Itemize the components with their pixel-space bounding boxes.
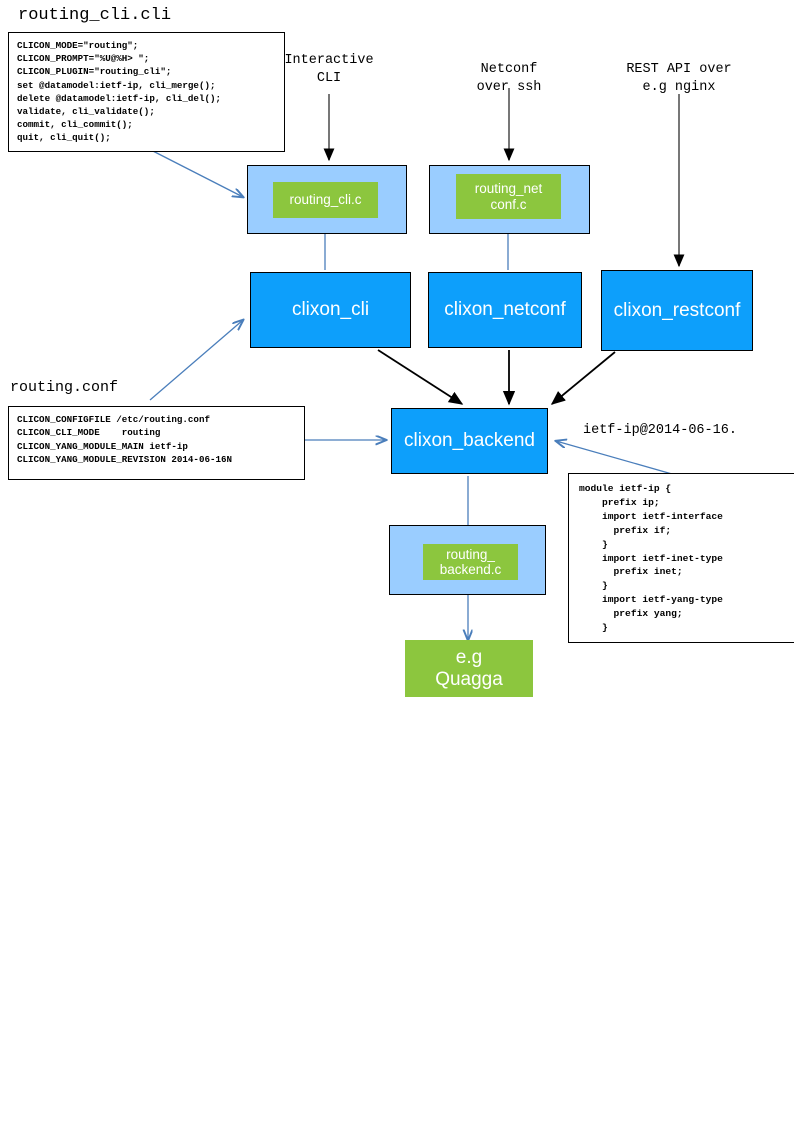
node-quagga[interactable]: e.g Quagga bbox=[405, 640, 533, 697]
backend-plugin-container: routing_ backend.c bbox=[389, 525, 546, 595]
netconf-plugin-container: routing_net conf.c bbox=[429, 165, 590, 234]
node-clixon-netconf[interactable]: clixon_netconf bbox=[428, 272, 582, 348]
cli-plugin-container: routing_cli.c bbox=[247, 165, 407, 234]
node-routing-backend-c[interactable]: routing_ backend.c bbox=[423, 544, 518, 580]
arrow-conf-to-cli bbox=[149, 320, 243, 401]
annotation-netconf-over-ssh: Netconf over ssh bbox=[476, 62, 542, 96]
arrow-yang-to-backend bbox=[556, 441, 673, 475]
cli-spec-box: CLICON_MODE="routing"; CLICON_PROMPT="%U… bbox=[8, 32, 285, 152]
arrow-cli-to-backend bbox=[377, 349, 464, 405]
annotation-interactive-cli: Interactive CLI bbox=[284, 53, 374, 87]
node-routing-cli-c[interactable]: routing_cli.c bbox=[273, 182, 378, 218]
node-routing-netconf-c[interactable]: routing_net conf.c bbox=[456, 174, 561, 219]
arrow-cli-spec-to-plugin bbox=[146, 147, 243, 197]
conf-box: CLICON_CONFIGFILE /etc/routing.conf CLIC… bbox=[8, 406, 305, 480]
yang-box: module ietf-ip { prefix ip; import ietf-… bbox=[568, 473, 794, 643]
node-clixon-cli[interactable]: clixon_cli bbox=[250, 272, 411, 348]
cli-spec-title: routing_cli.cli bbox=[18, 6, 172, 25]
node-clixon-backend[interactable]: clixon_backend bbox=[391, 408, 548, 474]
node-clixon-restconf[interactable]: clixon_restconf bbox=[601, 270, 753, 351]
conf-title: routing.conf bbox=[10, 379, 119, 396]
annotation-rest-api: REST API over e.g nginx bbox=[626, 62, 732, 96]
arrow-restconf-to-backend bbox=[550, 351, 616, 405]
yang-file-label: ietf-ip@2014-06-16. bbox=[583, 423, 737, 438]
